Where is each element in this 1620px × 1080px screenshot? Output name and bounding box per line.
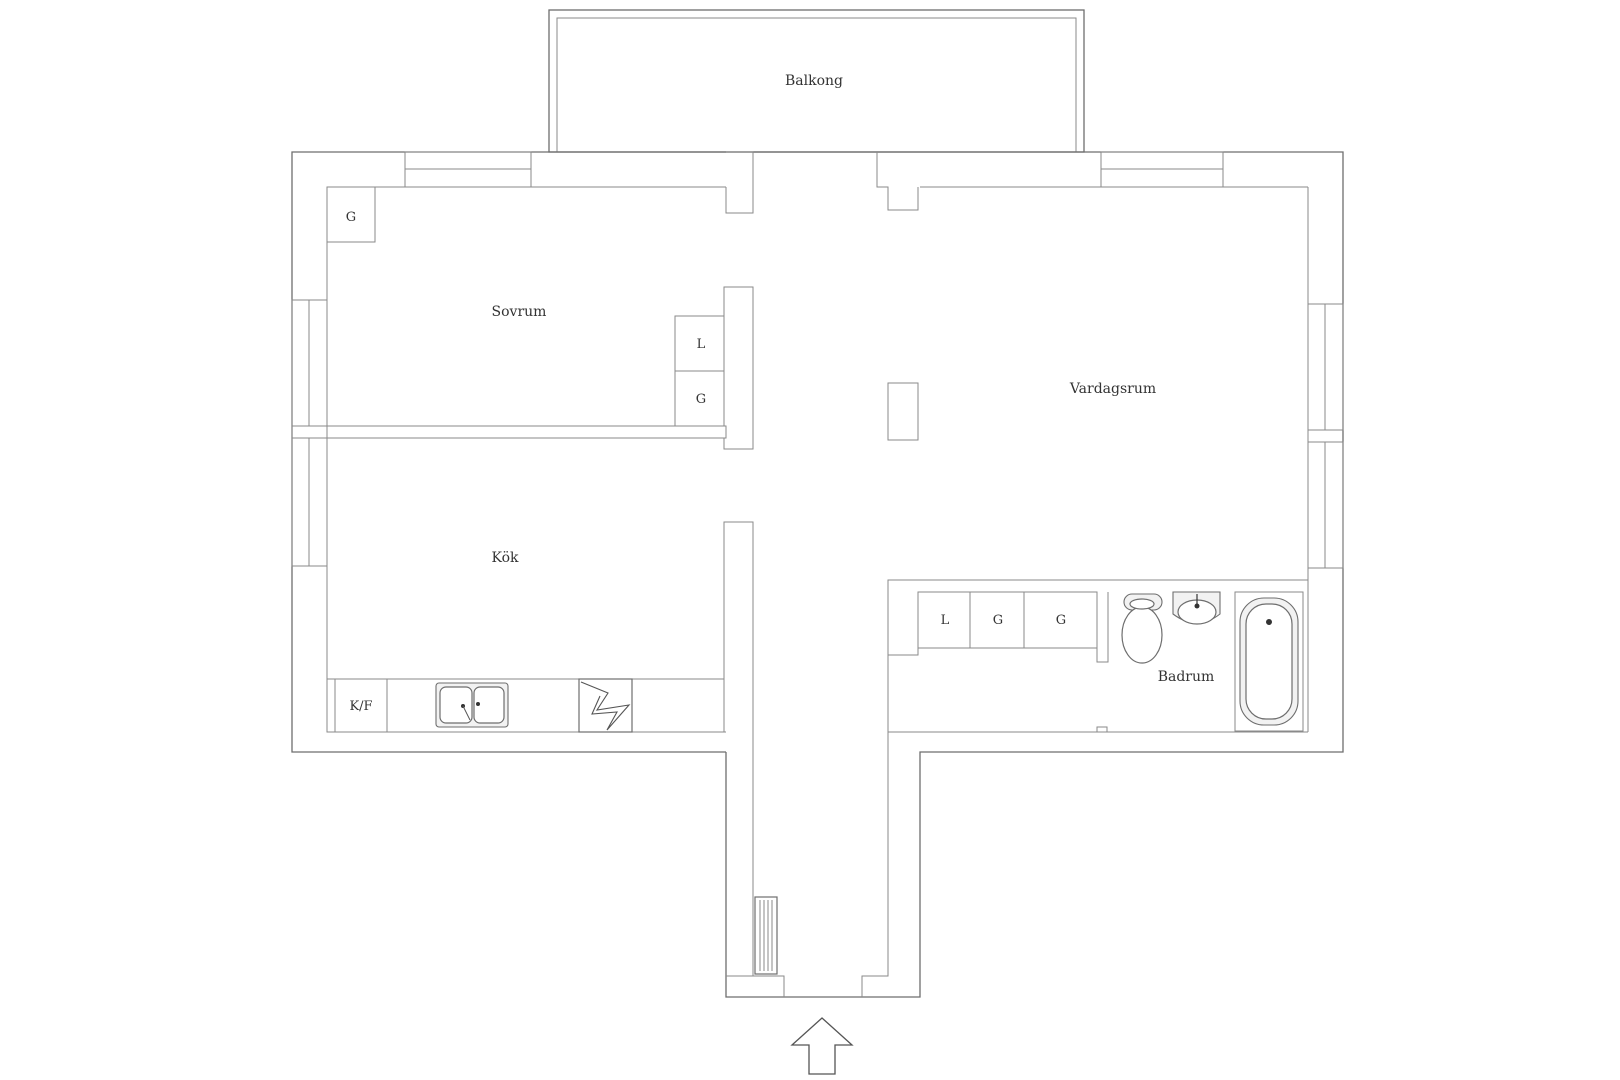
- hall-wardrobe-label-g1: G: [993, 613, 1003, 628]
- hall-wardrobe-label-g2: G: [1056, 613, 1066, 628]
- room-label-kitchen: Kök: [492, 550, 520, 566]
- hall-wardrobe-g2: [1023, 591, 1098, 649]
- room-label-balcony: Balkong: [785, 73, 843, 89]
- hall-wardrobe-label-l: L: [941, 613, 950, 628]
- radiator-icon: [754, 896, 778, 975]
- wardrobe-label-g: G: [696, 392, 706, 407]
- bathtub-icon: [1234, 591, 1304, 732]
- interior-walls: [291, 151, 1308, 997]
- wardrobe-corner: [326, 186, 376, 243]
- fridge-freezer-label: K/F: [349, 699, 372, 714]
- room-label-bedroom: Sovrum: [492, 304, 547, 320]
- room-label-living-room: Vardagsrum: [1069, 381, 1156, 397]
- outer-walls: [291, 151, 1344, 998]
- bedroom-wardrobes: [326, 186, 725, 427]
- wardrobe-g: [674, 370, 725, 427]
- toilet-icon: [1121, 593, 1163, 664]
- kitchen-counter: [327, 678, 724, 733]
- bathroom-fixtures: [1121, 591, 1304, 732]
- washbasin-icon: [1172, 591, 1221, 625]
- wardrobe-label-corner: G: [346, 210, 356, 225]
- entrance-arrow-icon: [790, 1017, 854, 1075]
- hall-wardrobes: [888, 591, 1109, 663]
- room-label-bathroom: Badrum: [1158, 669, 1215, 685]
- wardrobe-label-l: L: [697, 337, 706, 352]
- stove-icon: [578, 678, 633, 733]
- double-sink-icon: [435, 682, 509, 728]
